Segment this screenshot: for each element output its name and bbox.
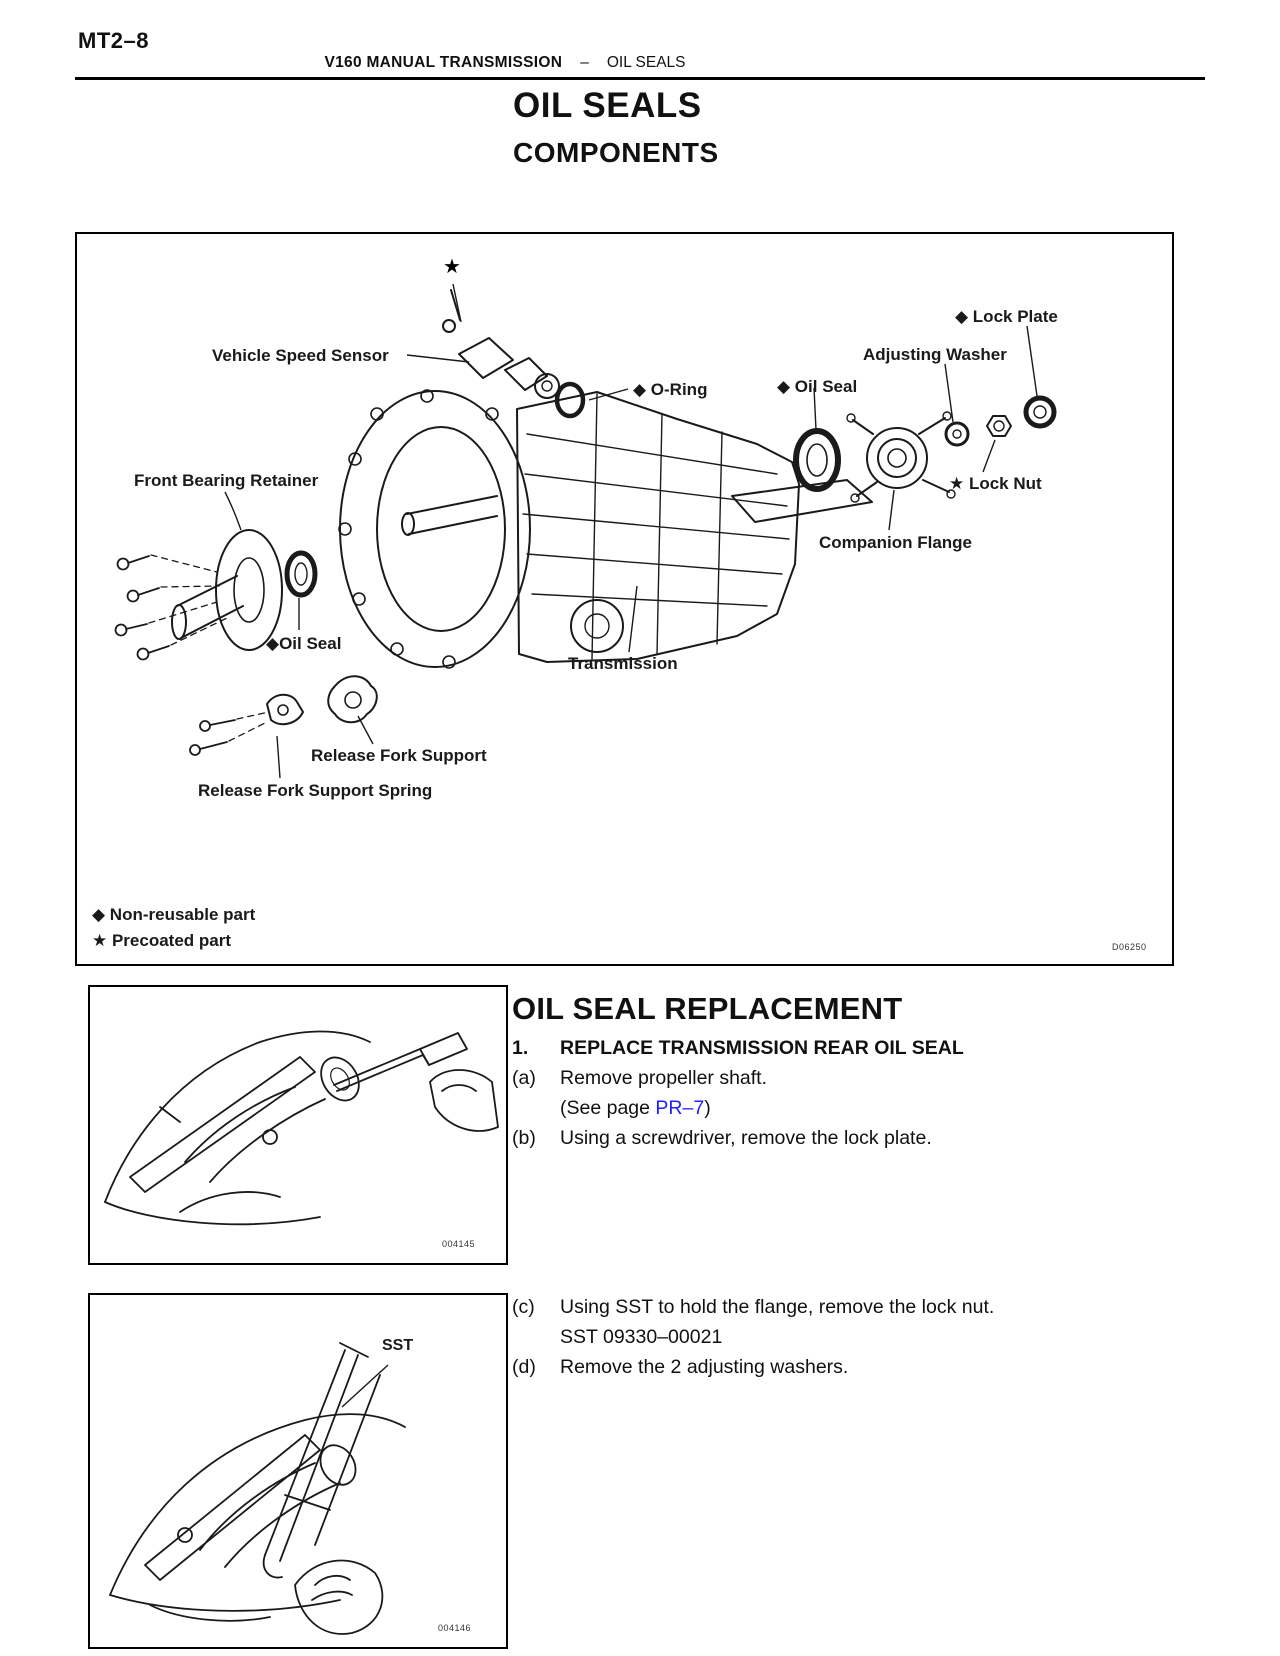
item-c-label: (c) — [512, 1296, 535, 1318]
page-code: MT2–8 — [78, 28, 149, 53]
label-release-fork-support-spring: Release Fork Support Spring — [198, 781, 433, 800]
components-exploded-figure: ★ Vehicle Speed Sensor ◆ O-Ring ◆ Oil Se… — [75, 232, 1174, 966]
precoated-star-marker: ★ — [443, 256, 461, 278]
step1-title: REPLACE TRANSMISSION REAR OIL SEAL — [560, 1037, 964, 1059]
sst-photo-art — [109, 1342, 406, 1635]
section-title: COMPONENTS — [513, 137, 719, 168]
label-oil-seal-front: ◆Oil Seal — [266, 634, 342, 653]
item-a-text: Remove propeller shaft. — [560, 1067, 768, 1089]
see-page-suffix: ) — [704, 1097, 711, 1119]
item-a-label: (a) — [512, 1067, 536, 1089]
running-header-dash: – — [580, 54, 589, 71]
label-vehicle-speed-sensor: Vehicle Speed Sensor — [212, 346, 389, 365]
label-lock-nut: ★ Lock Nut — [949, 474, 1042, 493]
see-page-link[interactable]: PR–7 — [655, 1097, 705, 1119]
label-oil-seal-rear: ◆ Oil Seal — [777, 377, 858, 396]
item-b-text: Using a screwdriver, remove the lock pla… — [560, 1127, 932, 1149]
figure2-code: 004146 — [438, 1623, 472, 1633]
photo-remove-lock-nut-sst: SST 004146 — [88, 1293, 508, 1649]
label-adjusting-washer: Adjusting Washer — [863, 345, 1007, 364]
see-page-prefix: (See page — [560, 1097, 656, 1119]
label-o-ring: ◆ O-Ring — [633, 380, 708, 399]
label-transmission: Transmission — [568, 654, 678, 673]
photo-remove-lock-plate: 004145 — [88, 985, 508, 1265]
page-title: OIL SEALS — [513, 86, 702, 125]
legend-non-reusable: ◆ Non-reusable part — [92, 905, 256, 924]
running-header-title: V160 MANUAL TRANSMISSION — [324, 54, 563, 71]
figure1-code: 004145 — [442, 1239, 476, 1249]
running-header-section: OIL SEALS — [606, 54, 686, 71]
sst-number: SST 09330–00021 — [560, 1326, 723, 1348]
label-lock-plate: ◆ Lock Plate — [955, 307, 1058, 326]
see-page-line: (See page PR–7) — [560, 1097, 711, 1120]
running-header: V160 MANUAL TRANSMISSION – OIL SEALS — [0, 54, 1010, 72]
legend-precoated: ★ Precoated part — [92, 931, 232, 950]
label-front-bearing-retainer: Front Bearing Retainer — [134, 471, 319, 490]
exploded-diagram-art — [114, 283, 1057, 779]
procedure-heading: OIL SEAL REPLACEMENT — [512, 991, 903, 1026]
label-sst: SST — [382, 1337, 414, 1354]
header-rule — [75, 77, 1205, 80]
item-d-label: (d) — [512, 1356, 536, 1378]
label-companion-flange: Companion Flange — [819, 533, 972, 552]
lock-plate-photo-art — [104, 1030, 499, 1226]
item-b-label: (b) — [512, 1127, 536, 1149]
step1-number: 1. — [512, 1037, 529, 1059]
item-c-text: Using SST to hold the flange, remove the… — [560, 1296, 995, 1318]
label-release-fork-support: Release Fork Support — [311, 746, 487, 765]
figure-code: D06250 — [1112, 942, 1147, 952]
item-d-text: Remove the 2 adjusting washers. — [560, 1356, 849, 1378]
